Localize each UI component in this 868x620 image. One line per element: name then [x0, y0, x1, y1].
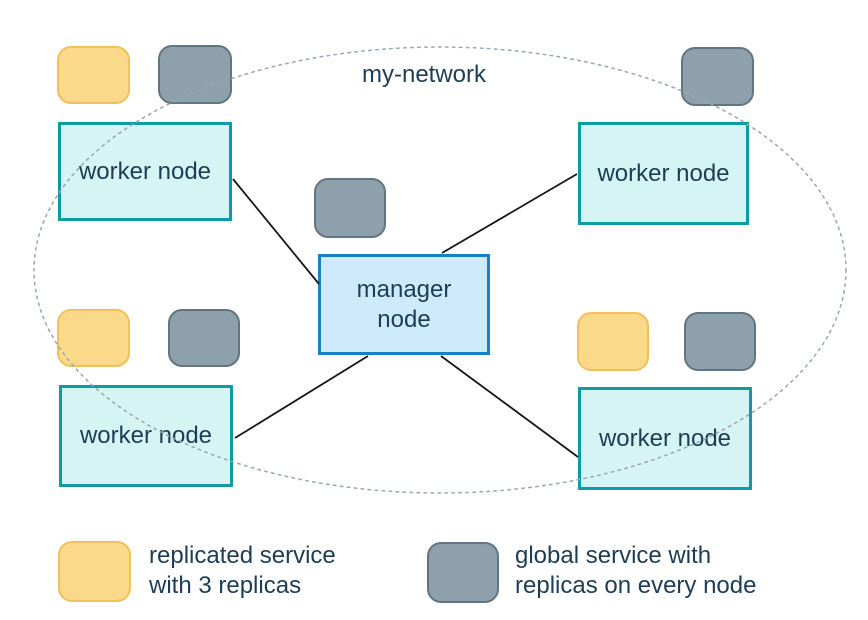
replicated-service-legend-swatch: [58, 541, 131, 602]
worker-node-box-top-left: worker node: [58, 122, 232, 221]
global-service-icon: [168, 309, 240, 367]
replicated-service-legend-label: replicated service with 3 replicas: [149, 542, 336, 599]
worker-node-label: worker node: [598, 424, 732, 452]
worker-node-box-top-right: worker node: [578, 122, 749, 225]
global-service-icon: [158, 45, 232, 104]
connector-line: [440, 355, 579, 458]
global-service-legend-label: global service with replicas on every no…: [515, 542, 757, 599]
connector-line: [234, 355, 369, 439]
network-name-label: my-network: [362, 61, 487, 88]
connector-line: [232, 178, 320, 285]
global-service-legend-swatch: [427, 542, 499, 603]
global-service-icon: [314, 178, 386, 238]
worker-node-box-bottom-left: worker node: [59, 385, 233, 487]
worker-node-label: worker node: [78, 157, 212, 185]
global-service-icon: [681, 47, 754, 106]
global-service-icon: [684, 312, 756, 371]
worker-node-label: worker node: [597, 159, 730, 187]
worker-node-label: worker node: [79, 422, 213, 449]
manager-node-box: manager node: [318, 254, 490, 355]
replicated-service-icon: [57, 309, 130, 367]
connector-line: [441, 173, 578, 254]
worker-node-box-bottom-right: worker node: [578, 387, 752, 490]
replicated-service-icon: [577, 312, 649, 371]
manager-node-label: manager node: [356, 275, 452, 333]
replicated-service-icon: [57, 46, 130, 104]
